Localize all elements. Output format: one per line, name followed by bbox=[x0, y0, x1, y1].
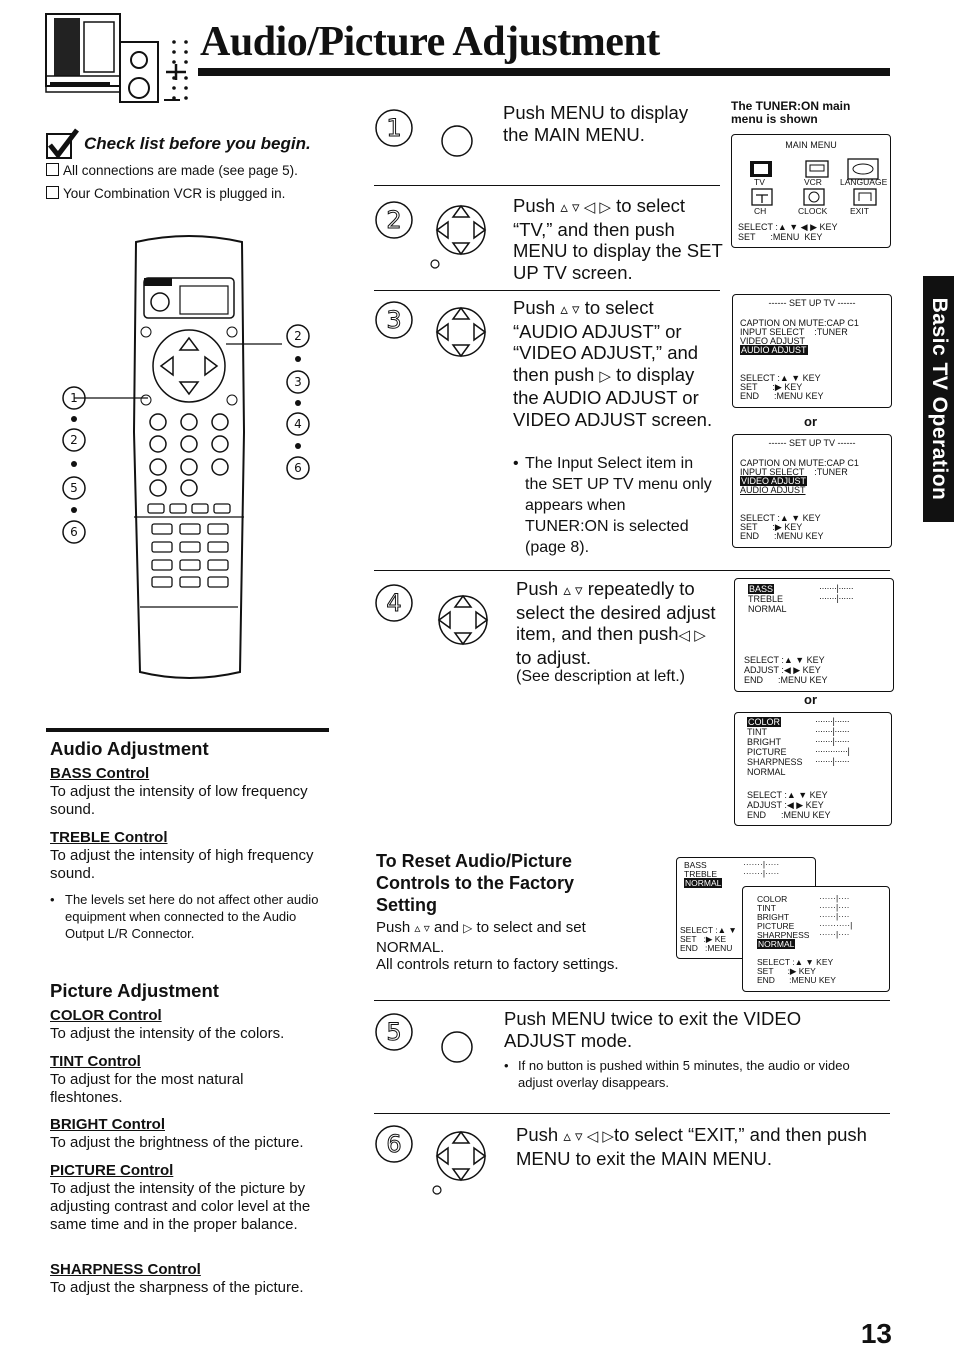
main-menu-icons bbox=[750, 158, 879, 206]
picture-heading: Picture Adjustment bbox=[50, 980, 219, 1001]
treble-control-title: TREBLE Control bbox=[50, 829, 168, 846]
main-menu-caption: The TUNER:ON main menu is shown bbox=[731, 99, 851, 126]
checkmark-icon bbox=[46, 128, 79, 160]
audio-heading: Audio Adjustment bbox=[50, 738, 209, 759]
level-bar: ·············| bbox=[815, 746, 850, 756]
or-label: or bbox=[804, 692, 817, 707]
step-1-text: Push MENU to display the MAIN MENU. bbox=[503, 102, 689, 145]
svg-text:4: 4 bbox=[294, 417, 302, 431]
svg-text:2: 2 bbox=[294, 329, 302, 343]
svg-text:6: 6 bbox=[386, 1130, 401, 1158]
picture-control-title: PICTURE Control bbox=[50, 1162, 174, 1179]
main-menu-title: MAIN MENU bbox=[785, 140, 837, 150]
section-divider bbox=[46, 728, 329, 732]
section-side-tab: Basic TV Operation bbox=[923, 276, 954, 522]
step-3-text: Push ▵ ▿ to select “AUDIO ADJUST” or “VI… bbox=[513, 297, 713, 430]
audio-adjust-screen: BASS TREBLE NORMAL ·······|······ ······… bbox=[734, 578, 894, 692]
svg-text:1: 1 bbox=[70, 391, 78, 405]
step-5-text: Push MENU twice to exit the VIDEO ADJUST… bbox=[504, 1008, 802, 1051]
svg-text:2: 2 bbox=[70, 433, 78, 447]
step-divider bbox=[374, 570, 890, 571]
cursor-pad-icon bbox=[432, 1130, 487, 1195]
step-6-icon: 6 bbox=[375, 1125, 413, 1163]
picture-control-desc: To adjust the intensity of the picture b… bbox=[50, 1180, 311, 1233]
level-bar: ·······|······ bbox=[815, 736, 850, 746]
reset-video-screen: COLOR TINT BRIGHT PICTURE SHARPNESS NORM… bbox=[742, 886, 890, 992]
step-divider bbox=[374, 1113, 890, 1114]
svg-text:4: 4 bbox=[386, 589, 401, 617]
level-bar: ·······|······ bbox=[815, 726, 850, 736]
page-number: 13 bbox=[860, 1318, 892, 1349]
sharpness-control-desc: To adjust the sharpness of the picture. bbox=[50, 1279, 304, 1296]
color-control-title: COLOR Control bbox=[50, 1007, 162, 1024]
step-4-icon: 4 bbox=[375, 584, 413, 622]
step-5-icon: 5 bbox=[375, 1013, 413, 1051]
step-5-note: •If no button is pushed within 5 minutes… bbox=[504, 1058, 850, 1090]
svg-text:6: 6 bbox=[70, 525, 78, 539]
video-adjust-screen: COLOR TINT BRIGHT PICTURE SHARPNESS NORM… bbox=[734, 712, 892, 826]
bright-control-desc: To adjust the brightness of the picture. bbox=[50, 1134, 304, 1151]
reset-text: Push ▵ ▿ and ▷ to select and set NORMAL. bbox=[376, 919, 586, 956]
sharpness-control-title: SHARPNESS Control bbox=[50, 1261, 201, 1278]
level-bar: ·······|······ bbox=[815, 716, 850, 726]
audio-note: •The levels set here do not affect other… bbox=[50, 892, 319, 941]
svg-text:5: 5 bbox=[70, 481, 78, 495]
checkbox-icon bbox=[46, 163, 59, 176]
bass-control-title: BASS Control bbox=[50, 765, 150, 782]
step-divider bbox=[374, 185, 720, 186]
svg-text:6: 6 bbox=[294, 461, 302, 475]
step-4-text: Push ▵ ▿ repeatedly to select the desire… bbox=[516, 578, 716, 668]
checklist-item: Your Combination VCR is plugged in. bbox=[46, 186, 285, 201]
reset-heading: To Reset Audio/Picture Controls to the F… bbox=[376, 851, 575, 915]
tv-vcr-header-icon bbox=[45, 13, 188, 103]
checklist-title: Check list before you begin. bbox=[84, 134, 311, 153]
tint-control-desc: To adjust for the most natural fleshtone… bbox=[50, 1071, 244, 1106]
step-3-note: •The Input Select item in the SET UP TV … bbox=[513, 455, 712, 556]
svg-text:2: 2 bbox=[386, 206, 401, 234]
cursor-pad-icon bbox=[435, 306, 487, 358]
color-control-desc: To adjust the intensity of the colors. bbox=[50, 1025, 285, 1042]
title-underline bbox=[198, 68, 890, 76]
step-divider bbox=[374, 290, 720, 291]
reset-note: All controls return to factory settings. bbox=[376, 956, 619, 973]
bass-level-bar: ·······|······ bbox=[819, 583, 854, 593]
step-3-icon: 3 bbox=[375, 301, 413, 339]
cursor-pad-icon bbox=[437, 594, 489, 646]
main-menu-screen: MAIN MENU TV VCR LANGUAGE CH CLOCK EXIT … bbox=[731, 134, 891, 248]
step-divider bbox=[374, 1000, 890, 1001]
svg-text:3: 3 bbox=[386, 306, 401, 334]
treble-control-desc: To adjust the intensity of high frequenc… bbox=[50, 847, 314, 882]
page-title: Audio/Picture Adjustment bbox=[200, 19, 660, 65]
step-2-text: Push ▵ ▿ ◁ ▷ to select “TV,” and then pu… bbox=[513, 195, 723, 283]
remote-control-illustration: 1 2 5 6 2 3 4 6 bbox=[62, 235, 310, 679]
menu-button-icon bbox=[441, 125, 473, 157]
step-2-icon: 2 bbox=[375, 201, 413, 239]
bass-control-desc: To adjust the intensity of low frequency… bbox=[50, 783, 308, 818]
level-bar: ·······|······ bbox=[815, 756, 850, 766]
cursor-pad-icon bbox=[430, 204, 487, 269]
svg-text:5: 5 bbox=[386, 1018, 401, 1046]
svg-text:3: 3 bbox=[294, 375, 302, 389]
step-6-text: Push ▵ ▿ ◁ ▷to select “EXIT,” and then p… bbox=[516, 1124, 867, 1169]
checkbox-icon bbox=[46, 186, 59, 199]
setup-tv-screen-video: ------ SET UP TV ------ CAPTION ON MUTE:… bbox=[732, 434, 892, 548]
tint-control-title: TINT Control bbox=[50, 1053, 141, 1070]
or-label: or bbox=[804, 414, 817, 429]
setup-tv-screen-audio: ------ SET UP TV ------ CAPTION ON MUTE:… bbox=[732, 294, 892, 408]
svg-text:1: 1 bbox=[386, 114, 401, 142]
bright-control-title: BRIGHT Control bbox=[50, 1116, 165, 1133]
menu-button-icon bbox=[441, 1031, 473, 1063]
step-4-note: (See description at left.) bbox=[516, 668, 685, 685]
checklist-item: All connections are made (see page 5). bbox=[46, 163, 298, 178]
treble-level-bar: ·······|······ bbox=[819, 593, 854, 603]
step-1-icon: 1 bbox=[375, 109, 413, 147]
